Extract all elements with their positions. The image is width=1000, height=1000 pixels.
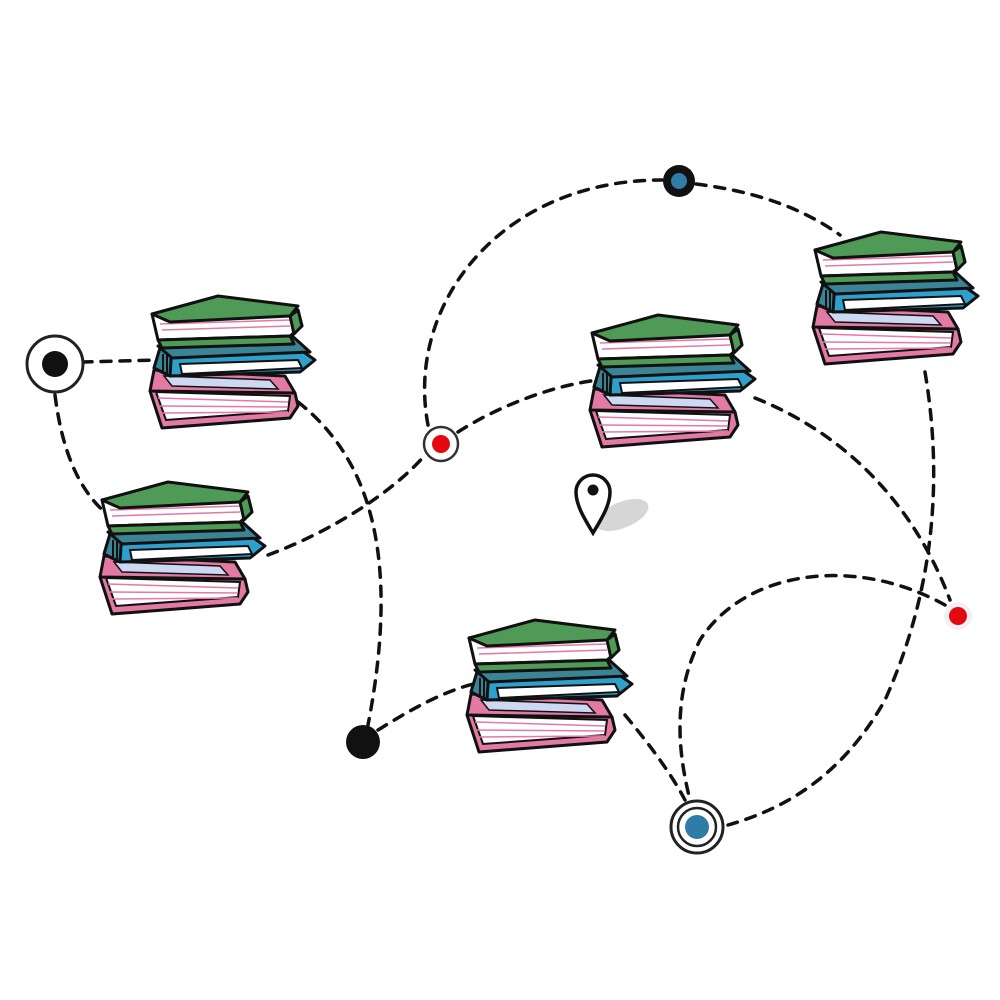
waypoints bbox=[25, 165, 972, 855]
book-stack-icon bbox=[811, 230, 980, 366]
waypoint-blue-target bbox=[669, 799, 725, 855]
book-stack-icon bbox=[148, 294, 317, 430]
location-pin-icon bbox=[574, 473, 649, 537]
book-stack-icon bbox=[465, 618, 634, 754]
pin-shadow bbox=[595, 499, 649, 531]
pin-body bbox=[574, 473, 612, 537]
route-line bbox=[726, 370, 936, 827]
route-line bbox=[753, 396, 952, 602]
route-line bbox=[623, 713, 687, 802]
waypoint-red-center bbox=[422, 425, 460, 463]
route-line bbox=[376, 681, 480, 732]
waypoint-red-right bbox=[944, 602, 972, 630]
waypoint-black-bottom bbox=[346, 725, 380, 759]
route-line bbox=[678, 573, 947, 802]
book-stack-icon bbox=[588, 313, 757, 449]
route-line bbox=[296, 400, 383, 727]
route-line bbox=[53, 393, 110, 517]
route-line bbox=[266, 453, 427, 557]
waypoint-blue-top bbox=[663, 165, 695, 197]
waypoint-black-ring-left bbox=[25, 334, 85, 394]
route-line bbox=[456, 378, 600, 434]
book-stacks bbox=[98, 230, 980, 754]
route-line bbox=[80, 358, 160, 364]
route-lines bbox=[53, 178, 952, 827]
route-line bbox=[422, 178, 664, 427]
pin-hole bbox=[587, 484, 599, 496]
book-stack-icon bbox=[98, 480, 267, 616]
route-line bbox=[694, 182, 842, 237]
